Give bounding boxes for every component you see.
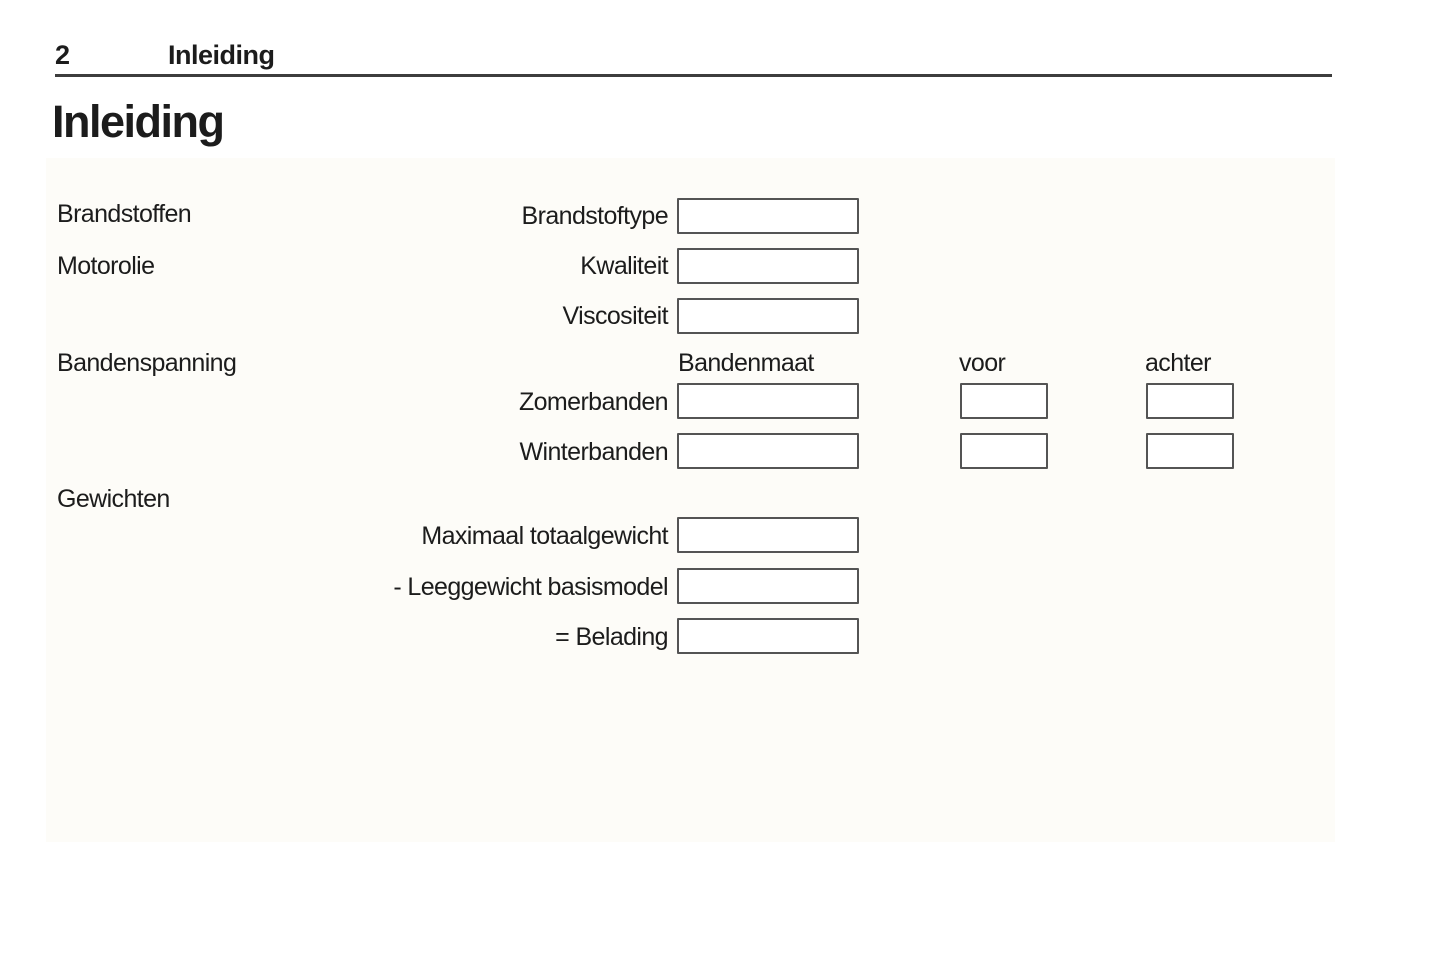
page-number: 2 (55, 40, 70, 70)
oil-quality-label: Kwaliteit (580, 252, 668, 280)
curb-weight-input[interactable] (677, 568, 859, 604)
page-title: Inleiding (52, 96, 225, 147)
max-total-weight-label: Maximaal totaalgewicht (421, 522, 668, 550)
chapter-header: Inleiding (168, 40, 275, 70)
fuel-type-input[interactable] (677, 198, 859, 234)
winter-tires-label: Winterbanden (519, 438, 669, 466)
section-label-fuels: Brandstoffen (57, 200, 192, 228)
winter-tires-size-input[interactable] (677, 433, 859, 469)
oil-viscosity-label: Viscositeit (562, 302, 669, 330)
payload-label: = Belading (555, 623, 668, 651)
fuel-type-label: Brandstoftype (521, 202, 669, 230)
summer-tires-label: Zomerbanden (518, 388, 669, 416)
max-total-weight-input[interactable] (677, 517, 859, 553)
section-label-engine-oil: Motorolie (57, 252, 155, 280)
oil-viscosity-input[interactable] (677, 298, 859, 334)
header-rule (55, 74, 1332, 77)
oil-quality-input[interactable] (677, 248, 859, 284)
winter-tires-rear-input[interactable] (1146, 433, 1234, 469)
section-label-tire-pressure: Bandenspanning (57, 349, 237, 377)
winter-tires-front-input[interactable] (960, 433, 1048, 469)
column-head-tire-size: Bandenmaat (678, 349, 814, 377)
curb-weight-label: - Leeggewicht basismodel (393, 573, 668, 601)
payload-input[interactable] (677, 618, 859, 654)
section-label-weights: Gewichten (57, 485, 170, 513)
summer-tires-size-input[interactable] (677, 383, 859, 419)
column-head-front: voor (959, 349, 1006, 377)
column-head-rear: achter (1145, 349, 1211, 377)
summer-tires-front-input[interactable] (960, 383, 1048, 419)
summer-tires-rear-input[interactable] (1146, 383, 1234, 419)
